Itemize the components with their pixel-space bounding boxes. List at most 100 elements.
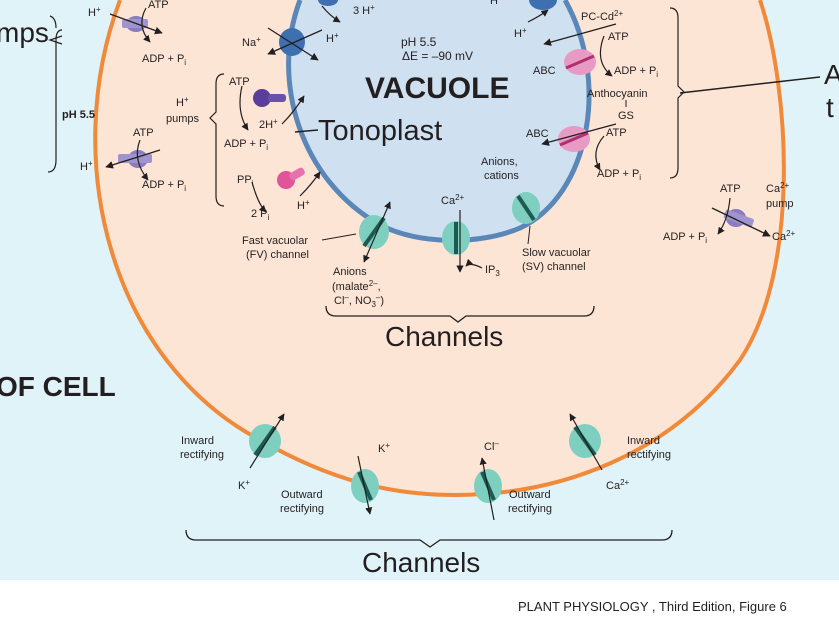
anions-cations-label-2: cations	[484, 170, 519, 182]
left-adp-label: ADP + Pi	[142, 179, 186, 193]
k-top-label: K+	[378, 441, 390, 455]
right-partial-label-2: t	[826, 92, 834, 123]
anions-cations-label-1: Anions,	[481, 156, 518, 168]
v-atpase-2h-label: 2H+	[259, 117, 278, 131]
outward-cl-channel	[474, 457, 502, 521]
vacuole-title: VACUOLE	[365, 72, 509, 105]
sv-label-2: (SV) channel	[522, 261, 586, 273]
cl-label: Cl–	[484, 439, 499, 453]
abc1-adp-label: ADP + Pi	[614, 65, 658, 79]
outward-left-label-2: rectifying	[280, 503, 324, 515]
plasma-ca-label: Ca2+	[606, 478, 630, 492]
ppi-label: PPi	[237, 174, 254, 188]
left-h-label: H+	[80, 159, 93, 173]
abc1-atp-label: ATP	[608, 31, 629, 43]
outward-left-label-1: Outward	[281, 489, 323, 501]
left-atp-label: ATP	[133, 127, 154, 139]
ca-channel-vacuolar	[442, 210, 483, 273]
v-atpase-adp-label: ADP + Pi	[224, 138, 268, 152]
h-atpase-top-tonoplast	[318, 0, 341, 23]
v-atpase	[239, 85, 305, 131]
abc-transporter-pc-cd	[543, 23, 617, 77]
vacuole-channels-brace	[325, 305, 595, 323]
right-transporter-brace	[669, 7, 685, 179]
abc1-label: ABC	[533, 65, 556, 77]
figure-caption: PLANT PHYSIOLOGY , Third Edition, Figure…	[518, 599, 787, 614]
v-atpase-atp-label: ATP	[229, 76, 250, 88]
anions-label-2: (malate2–,	[332, 279, 381, 293]
abc2-atp-label: ATP	[606, 127, 627, 139]
vacuole-ph: pH 5.5	[401, 35, 437, 49]
sv-channel	[512, 192, 540, 224]
ca-pump-atp-label: ATP	[720, 183, 741, 195]
fv-pointer	[321, 233, 357, 241]
inward-right-label-2: rectifying	[627, 449, 671, 461]
left-top-atp-label: ATP	[148, 0, 169, 11]
right-top-h-label: H	[490, 0, 498, 7]
ca-pump-adp-label: ADP + Pi	[663, 231, 707, 245]
inward-left-label-1: Inward	[181, 435, 214, 447]
plasma-channels-brace	[185, 529, 673, 548]
right-partial-label-1: A	[824, 59, 839, 90]
pc-cd-label: PC-Cd2+	[581, 9, 623, 23]
ca-pump-ca-label: Ca2+	[766, 181, 790, 195]
anions-label-1: Anions	[333, 266, 367, 278]
pumps-label: pumps	[166, 113, 200, 125]
plasma-membrane	[93, 0, 786, 498]
inward-k-channel	[249, 413, 285, 469]
pi2-label: 2 Pi	[251, 208, 270, 222]
inward-ca-channel	[569, 413, 603, 471]
abc2-label: ABC	[526, 128, 549, 140]
left-top-h-label: H+	[88, 5, 101, 19]
fv-label-1: Fast vacuolar	[242, 235, 308, 247]
of-cell-label: OF CELL	[0, 371, 116, 402]
na-h-antiporter	[267, 27, 323, 61]
anthocyanin-label: Anthocyanin	[587, 88, 648, 100]
left-outer-brace-tip	[48, 35, 63, 45]
sv-pointer	[527, 225, 531, 245]
fv-label-2: (FV) channel	[246, 249, 309, 261]
outward-right-label-2: rectifying	[508, 503, 552, 515]
left-pumps-partial-label: mps	[0, 17, 49, 48]
right-h-label: H+	[514, 26, 527, 40]
left-ph-label: pH 5.5	[62, 109, 95, 121]
left-outer-brace	[47, 15, 63, 173]
vacuolar-ca-label: Ca2+	[441, 193, 465, 207]
abc-transporter-anthocyanin	[541, 123, 617, 171]
ca-pump-ca-out-label: Ca2+	[772, 229, 796, 243]
left-top-adp-label: ADP + Pi	[142, 53, 186, 67]
tonoplast-label: Tonoplast	[318, 115, 442, 147]
sv-label-1: Slow vacuolar	[522, 247, 591, 259]
gs-label: GS	[618, 110, 634, 122]
pumps-h-label: H+	[176, 95, 189, 109]
anions-label-3: Cl–, NO3–)	[334, 293, 384, 309]
vacuole-channels-title: Channels	[385, 321, 503, 352]
h-ppase	[251, 167, 321, 213]
outward-right-label-1: Outward	[509, 489, 551, 501]
ip3-label: IP3	[485, 264, 500, 278]
h-antiporter-right	[527, 0, 557, 23]
h3-label: 3 H+	[353, 3, 375, 17]
fv-channel	[359, 201, 391, 263]
inward-left-label-2: rectifying	[180, 449, 224, 461]
na-h-label: H+	[326, 31, 339, 45]
plasma-ca-atpase	[711, 197, 771, 237]
ca-pump-label: pump	[766, 198, 794, 210]
footer-background	[0, 580, 839, 629]
tonoplast-pointer	[294, 129, 319, 133]
right-brace-pointer	[679, 76, 821, 94]
plasma-channels-title: Channels	[362, 547, 480, 578]
abc2-adp-label: ADP + Pi	[597, 168, 641, 182]
na-label: Na+	[242, 35, 261, 49]
vacuole-membrane-potential: ΔE = –90 mV	[402, 49, 473, 63]
plasma-h-atpase-bottom	[105, 139, 161, 181]
outward-k-channel	[351, 455, 379, 515]
k-left-label: K+	[238, 478, 250, 492]
h-pumps-brace	[209, 73, 225, 207]
ppase-h-label: H+	[297, 198, 310, 212]
inward-right-label-1: Inward	[627, 435, 660, 447]
cytosol	[95, 0, 784, 495]
vacuole	[288, 0, 590, 241]
